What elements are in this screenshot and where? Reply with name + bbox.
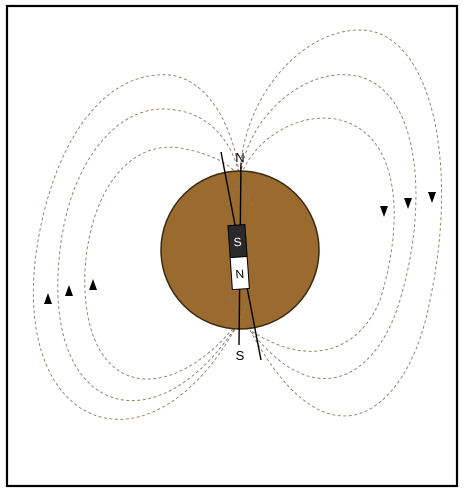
arrow-left-outer [44, 293, 52, 304]
arrow-right-inner [380, 206, 388, 217]
field-line-left-outer-inside [227, 179, 241, 206]
geographic-north-label: N [235, 150, 244, 165]
magnet-north-block [229, 255, 250, 291]
field-line-left-middle [57, 108, 241, 402]
pole-convergence-lines [227, 179, 253, 321]
field-arrows [44, 192, 436, 304]
arrow-left-inner [89, 279, 97, 290]
arrow-left-middle [65, 285, 73, 296]
frame-border [5, 4, 459, 488]
magnet-south-label: S [233, 235, 242, 250]
field-line-left-lower-inside [229, 294, 241, 321]
arrow-right-middle [404, 198, 412, 209]
arrow-right-outer [428, 192, 436, 203]
field-line-right-outer-inside [239, 179, 253, 206]
field-lines [32, 29, 443, 420]
field-line-right-lower-inside [239, 294, 251, 321]
geographic-south-label: S [236, 348, 245, 363]
field-line-left-inner [84, 146, 241, 380]
field-line-left-outer [32, 74, 241, 420]
field-line-right-middle [239, 74, 417, 379]
magnet-north-label: N [235, 267, 245, 282]
bar-magnet: S N [227, 224, 250, 291]
field-line-right-outer [239, 29, 443, 417]
